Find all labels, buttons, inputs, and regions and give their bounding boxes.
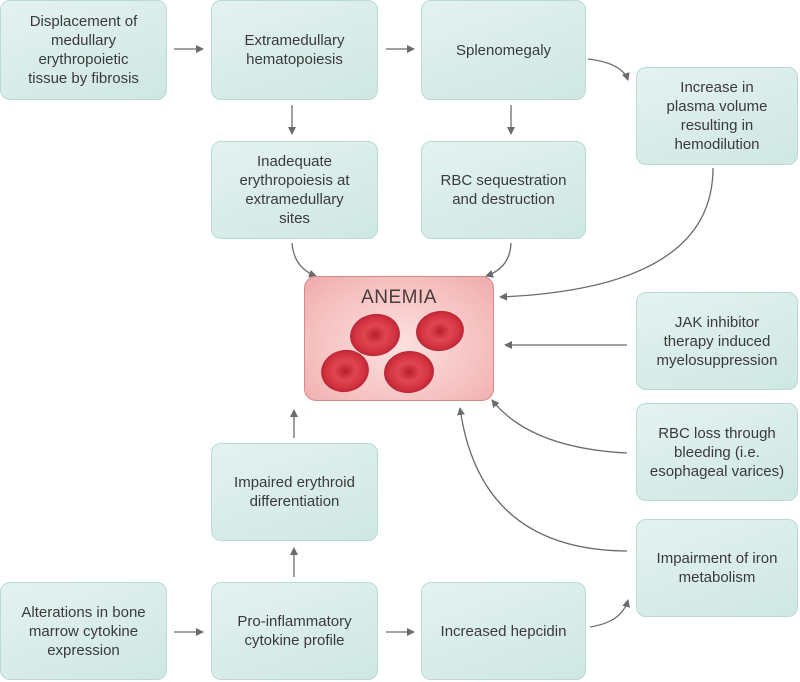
box-iron-metabolism: Impairment of iron metabolism	[636, 519, 798, 617]
box-displacement: Displacement of medullary erythropoietic…	[0, 0, 167, 100]
box-impaired-erythroid: Impaired erythroid differentiation	[211, 443, 378, 541]
box-splenomegaly: Splenomegaly	[421, 0, 586, 100]
arrow-inadequate-to-anemia	[291, 242, 317, 278]
anemia-title: ANEMIA	[361, 287, 437, 308]
arrow-iron-to-anemia	[457, 407, 628, 552]
arrow-hepcidin-to-iron	[589, 599, 631, 628]
red-blood-cell	[350, 313, 400, 357]
arrow-rbcloss-to-anemia	[491, 399, 628, 454]
arrow-plasma-to-anemia	[499, 167, 714, 301]
box-cytokine-expression: Alterations in bone marrow cytokine expr…	[0, 582, 167, 680]
box-proinflammatory: Pro-inflammatory cytokine profile	[211, 582, 378, 680]
arrow-splenomegaly-to-plasma	[587, 58, 630, 81]
red-blood-cell	[416, 310, 464, 352]
box-hepcidin: Increased hepcidin	[421, 582, 586, 680]
box-jak-inhibitor: JAK inhibitor therapy induced myelosuppr…	[636, 292, 798, 390]
red-blood-cell	[384, 350, 434, 394]
box-extramedullary-hematopoiesis: Extramedullary hematopoiesis	[211, 0, 378, 100]
red-blood-cells-illustration	[321, 310, 464, 394]
box-rbc-sequestration: RBC sequestration and destruction	[421, 141, 586, 239]
red-blood-cell	[321, 349, 369, 393]
arrow-sequestration-to-anemia	[485, 242, 512, 278]
anemia-center-box: ANEMIA	[304, 276, 494, 401]
box-plasma-volume: Increase in plasma volume resulting in h…	[636, 67, 798, 165]
box-rbc-loss: RBC loss through bleeding (i.e. esophage…	[636, 403, 798, 501]
box-inadequate-erythropoiesis: Inadequate erythropoiesis at extramedull…	[211, 141, 378, 239]
